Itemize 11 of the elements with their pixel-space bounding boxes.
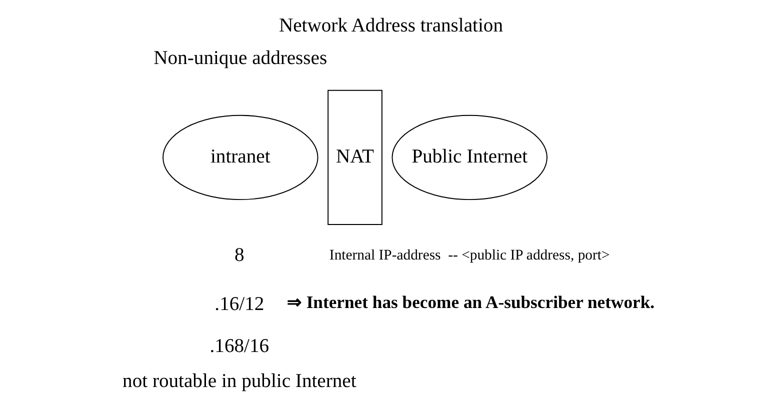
node-ellipse: intranet (162, 114, 318, 200)
label: 8 (234, 244, 244, 266)
node-ellipse: Public Internet (392, 114, 548, 200)
node-box: NAT (328, 90, 382, 226)
label: ⇒ Internet has become an A-subscriber network. (286, 292, 655, 312)
diagram-title: Network Address translation (278, 16, 504, 37)
label: .168/16 (210, 336, 270, 357)
label: Internal IP-address -- <public IP address, port> (329, 247, 610, 264)
label: .16/12 (214, 294, 264, 315)
label: Non-unique addresses (154, 48, 328, 69)
label: not routable in public Internet (122, 371, 356, 392)
